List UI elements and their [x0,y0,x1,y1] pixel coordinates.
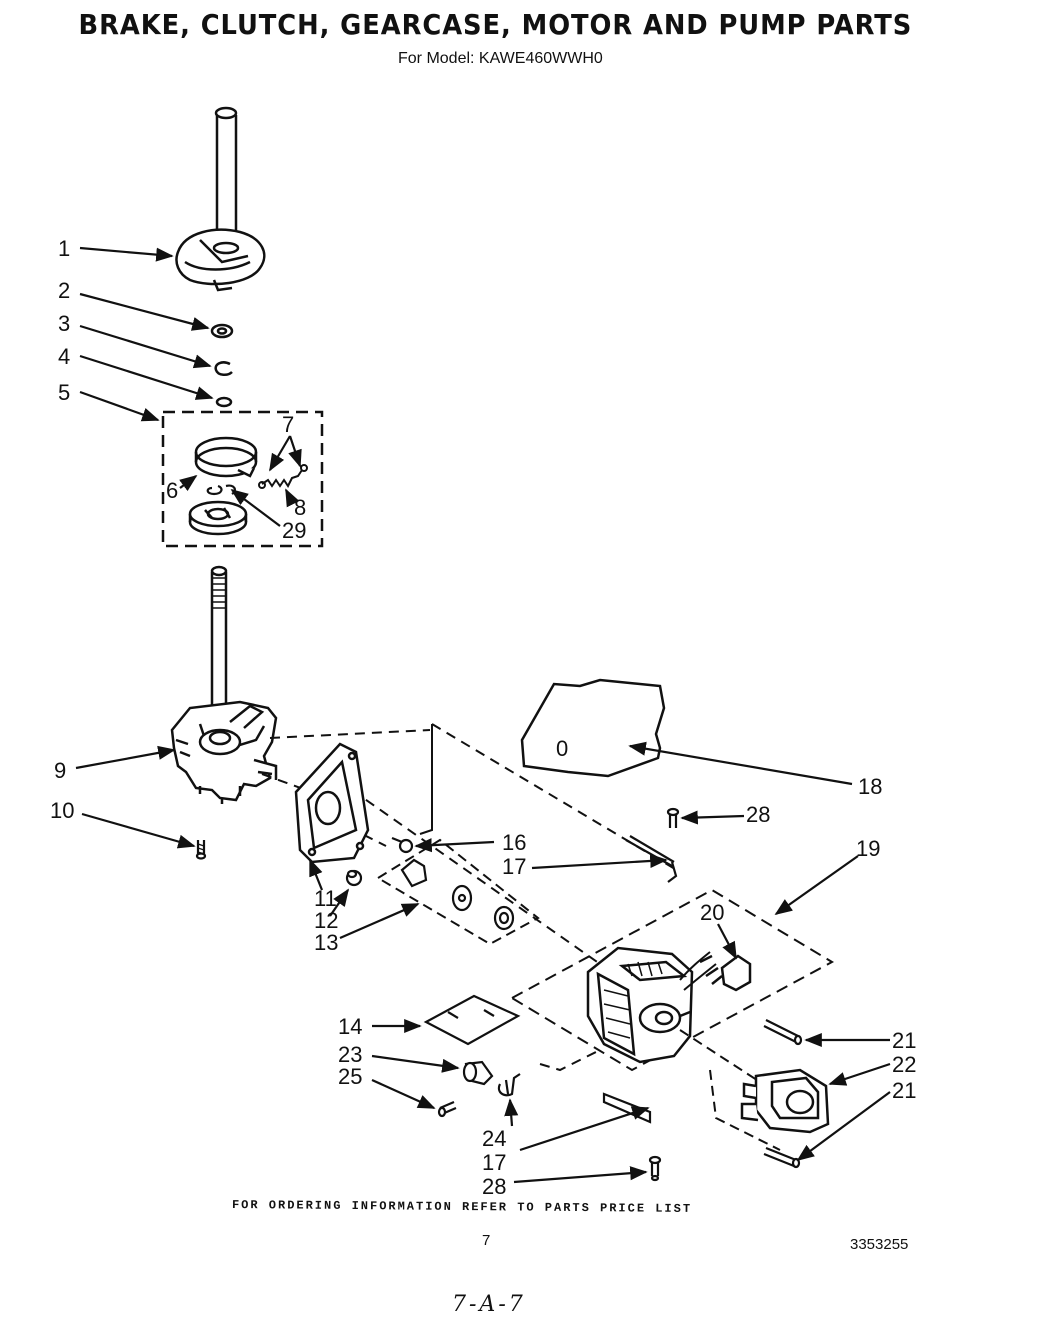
callout-label: 3 [58,311,70,336]
motor-mount-plate-part [294,742,370,864]
callout-label: 19 [856,836,880,861]
callout-label: 2 [58,278,70,303]
spring-part [258,464,308,489]
model-subtitle: For Model: KAWE460WWH0 [398,50,603,67]
shield-marking: 0 [556,736,568,761]
callout-label: 21 [892,1078,916,1103]
pin-part-21-top [763,1019,803,1046]
motor-shield-part [520,678,666,778]
brake-cam-part [175,228,266,292]
callout-labels: 1 2 3 4 5 6 7 8 29 9 10 11 12 13 16 17 1… [50,236,916,1199]
washer-part [210,323,234,339]
callout-label: 6 [166,478,178,503]
callout-label: 16 [502,830,526,855]
callout-label: 5 [58,380,70,405]
retaining-ring-part [214,361,233,376]
callout-label: 4 [58,344,70,369]
callout-label: 28 [746,802,770,827]
callout-label: 20 [700,900,724,925]
clamp-part [497,1073,521,1097]
gearcase-part [170,700,278,804]
clutch-drum-part [188,500,248,536]
capacitor-part [462,1060,494,1086]
document-number: 3353255 [850,1236,909,1253]
motor-assembly-box [509,888,835,1072]
callout-label: 21 [892,1028,916,1053]
screw-part-25 [437,1100,457,1118]
motor-wires [679,951,717,991]
coupling-part [400,858,515,931]
bolt-part-16 [391,836,414,854]
clutch-clip-part [206,484,236,496]
clutch-band-part [194,436,258,478]
coupling-assembly-box [376,838,540,946]
callout-label: 17 [502,854,526,879]
pump-guide-lines [679,1029,781,1151]
screw-part-28-top [666,807,680,828]
motor-rod-part [625,835,678,883]
drive-motor-part [586,946,694,1064]
callout-label: 7 [282,412,294,437]
water-pump-part [740,1068,830,1134]
callout-label: 25 [338,1064,362,1089]
callout-label: 11 [314,886,337,911]
pin-part-21-bottom [763,1146,801,1169]
callout-label: 17 [482,1150,506,1175]
callout-label: 28 [482,1174,506,1199]
handwritten-mark: 7-A-7 [452,1292,526,1317]
callout-label: 9 [54,758,66,783]
clutch-assembly-box [161,410,324,548]
callout-label: 10 [50,798,74,823]
agitator-shaft [214,106,238,248]
callout-label: 8 [294,495,306,520]
clip-part [215,396,233,408]
screw-part-28-bottom [648,1155,662,1182]
motor-switch-part [699,954,752,992]
callout-label: 18 [858,774,882,799]
screw-part-10 [195,840,207,860]
callout-label: 22 [892,1052,916,1077]
leader-lines [75,246,891,1184]
pad-part-14 [423,994,521,1046]
page-title: BRAKE, CLUTCH, GEARCASE, MOTOR AND PUMP … [78,8,913,41]
callout-label: 24 [482,1126,506,1151]
spline-shaft [210,565,228,712]
bumper-part [345,869,363,887]
bracket-part-17 [602,1092,652,1124]
callout-label: 14 [338,1014,362,1039]
assembly-bracket-line [419,724,433,835]
callout-label: 12 [314,908,338,933]
callout-label: 1 [58,236,70,261]
callout-label: 13 [314,930,338,955]
callout-label: 29 [282,518,306,543]
page-number: 7 [482,1232,491,1249]
callout-label: 23 [338,1042,362,1067]
